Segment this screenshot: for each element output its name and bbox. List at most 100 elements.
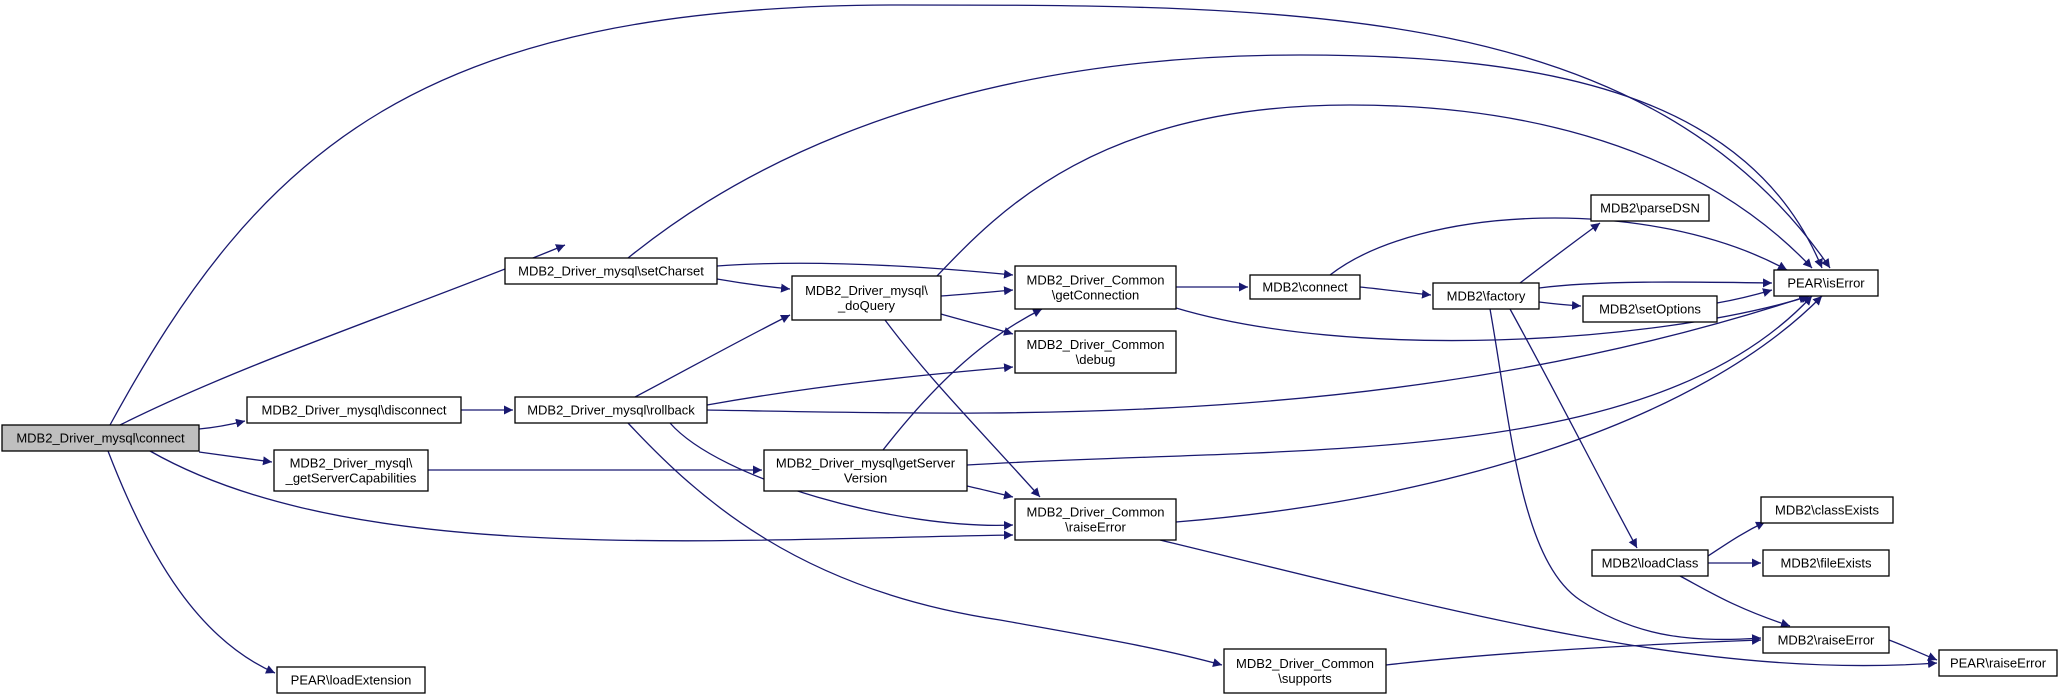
node-doquery[interactable]: MDB2_Driver_mysql\_doQuery xyxy=(791,275,942,321)
edge-supports-to-mdb2_raiseerror xyxy=(1385,635,1762,666)
node-label: PEAR\isError xyxy=(1787,276,1865,291)
node-box xyxy=(1591,549,1709,577)
edge-doquery-to-getconnection xyxy=(940,286,1014,297)
node-label: MDB2\connect xyxy=(1262,280,1348,295)
node-mdb2_connect[interactable]: MDB2\connect xyxy=(1249,274,1361,300)
node-box xyxy=(1249,274,1361,300)
node-box xyxy=(1762,626,1890,654)
node-label: MDB2_Driver_Common xyxy=(1027,505,1165,520)
node-label: _getServerCapabilities xyxy=(285,471,417,486)
node-getconnection[interactable]: MDB2_Driver_Common\getConnection xyxy=(1014,265,1177,310)
edges xyxy=(107,4,1938,674)
node-box xyxy=(514,396,708,424)
node-factory[interactable]: MDB2\factory xyxy=(1432,282,1540,310)
node-debug[interactable]: MDB2_Driver_Common\debug xyxy=(1014,330,1177,374)
node-box xyxy=(1762,549,1890,577)
edge-connect_root-to-loadextension xyxy=(107,450,276,674)
edge-factory-to-mdb2_raiseerror xyxy=(1489,308,1762,644)
node-label: MDB2_Driver_mysql\getServer xyxy=(776,456,956,471)
node-connect_root[interactable]: MDB2_Driver_mysql\connect xyxy=(1,424,200,452)
node-setoptions[interactable]: MDB2\setOptions xyxy=(1582,295,1718,323)
node-label: MDB2_Driver_Common xyxy=(1027,273,1165,288)
edge-factory-to-setoptions xyxy=(1538,300,1582,310)
node-supports[interactable]: MDB2_Driver_Common\supports xyxy=(1223,648,1387,694)
nodes: MDB2_Driver_mysql\connectMDB2_Driver_mys… xyxy=(1,194,2058,694)
node-box xyxy=(504,257,718,285)
node-getservercaps[interactable]: MDB2_Driver_mysql\_getServerCapabilities xyxy=(273,449,429,492)
node-box xyxy=(1014,498,1177,541)
edge-setcharset-to-pear_iserror xyxy=(627,54,1823,269)
node-label: MDB2\setOptions xyxy=(1599,302,1701,317)
edge-factory-to-loadclass xyxy=(1509,308,1638,549)
node-raiseerror_common[interactable]: MDB2_Driver_Common\raiseError xyxy=(1014,498,1177,541)
node-label: MDB2\fileExists xyxy=(1780,556,1872,571)
node-label: MDB2\factory xyxy=(1447,289,1526,304)
edge-connect_root-to-pear_iserror xyxy=(109,4,1831,426)
node-label: MDB2_Driver_Common xyxy=(1236,656,1374,671)
edge-doquery-to-pear_iserror xyxy=(936,104,1813,277)
node-label: \supports xyxy=(1278,671,1332,686)
node-box xyxy=(763,449,968,492)
edge-connect_root-to-disconnect xyxy=(198,418,246,430)
edge-connect_root-to-raiseerror_common xyxy=(149,450,1014,542)
node-disconnect[interactable]: MDB2_Driver_mysql\disconnect xyxy=(246,396,462,424)
edge-factory-to-parsedsn xyxy=(1519,222,1601,284)
node-loadclass[interactable]: MDB2\loadClass xyxy=(1591,549,1709,577)
edge-raiseerror_common-to-pear_iserror xyxy=(1175,295,1823,523)
node-label: Version xyxy=(844,471,887,486)
node-box xyxy=(273,449,429,492)
edge-doquery-to-raiseerror_common xyxy=(884,319,1041,498)
edge-mdb2_connect-to-pear_iserror xyxy=(1329,217,1788,276)
node-box xyxy=(1590,194,1710,222)
node-label: \debug xyxy=(1076,352,1116,367)
node-label: MDB2\loadClass xyxy=(1602,556,1699,571)
node-label: _doQuery xyxy=(837,298,896,313)
node-label: MDB2\raiseError xyxy=(1778,633,1875,648)
node-rollback[interactable]: MDB2_Driver_mysql\rollback xyxy=(514,396,708,424)
node-mdb2_raiseerror[interactable]: MDB2\raiseError xyxy=(1762,626,1890,654)
node-label: MDB2\parseDSN xyxy=(1600,201,1700,216)
edge-mdb2_raiseerror-to-pear_raiseerror xyxy=(1888,639,1938,661)
node-label: MDB2_Driver_mysql\disconnect xyxy=(262,403,447,418)
edge-loadclass-to-classexists xyxy=(1707,521,1766,557)
node-box xyxy=(791,275,942,321)
node-label: \raiseError xyxy=(1065,520,1126,535)
edge-getserverversion-to-pear_iserror xyxy=(966,295,1813,466)
edge-raiseerror_common-to-pear_raiseerror xyxy=(1159,539,1938,669)
edge-setcharset-to-getconnection xyxy=(716,262,1014,279)
node-parsedsn[interactable]: MDB2\parseDSN xyxy=(1590,194,1710,222)
node-label: MDB2_Driver_mysql\ xyxy=(290,456,413,471)
node-box xyxy=(1432,282,1540,310)
node-box xyxy=(1938,649,2058,677)
edge-rollback-to-debug xyxy=(706,363,1014,406)
node-pear_iserror[interactable]: PEAR\isError xyxy=(1773,269,1879,297)
node-classexists[interactable]: MDB2\classExists xyxy=(1760,496,1894,524)
edge-rollback-to-raiseerror_common xyxy=(669,422,1014,530)
node-box xyxy=(1760,496,1894,524)
edge-doquery-to-debug xyxy=(940,313,1014,336)
node-label: MDB2_Driver_mysql\ xyxy=(805,283,928,298)
node-label: PEAR\raiseError xyxy=(1950,656,2047,671)
edge-rollback-to-pear_iserror xyxy=(706,294,1809,414)
edge-mdb2_connect-to-factory xyxy=(1359,286,1432,299)
node-box xyxy=(276,666,426,694)
node-box xyxy=(1773,269,1879,297)
node-pear_raiseerror[interactable]: PEAR\raiseError xyxy=(1938,649,2058,677)
node-setcharset[interactable]: MDB2_Driver_mysql\setCharset xyxy=(504,257,718,285)
node-box xyxy=(1014,265,1177,310)
edge-setoptions-to-pear_iserror xyxy=(1716,288,1773,304)
node-label: PEAR\loadExtension xyxy=(291,673,412,688)
edge-factory-to-pear_iserror xyxy=(1538,278,1773,289)
edge-connect_root-to-getservercaps xyxy=(198,451,273,466)
edge-getconnection-to-pear_iserror xyxy=(1175,294,1811,342)
node-loadextension[interactable]: PEAR\loadExtension xyxy=(276,666,426,694)
node-box xyxy=(1582,295,1718,323)
node-box xyxy=(1223,648,1387,694)
edge-rollback-to-doquery xyxy=(634,314,791,398)
node-fileexists[interactable]: MDB2\fileExists xyxy=(1762,549,1890,577)
edge-loadclass-to-mdb2_raiseerror xyxy=(1679,575,1791,628)
node-label: \getConnection xyxy=(1052,288,1139,303)
edge-setcharset-to-doquery xyxy=(716,278,791,293)
node-box xyxy=(1,424,200,452)
